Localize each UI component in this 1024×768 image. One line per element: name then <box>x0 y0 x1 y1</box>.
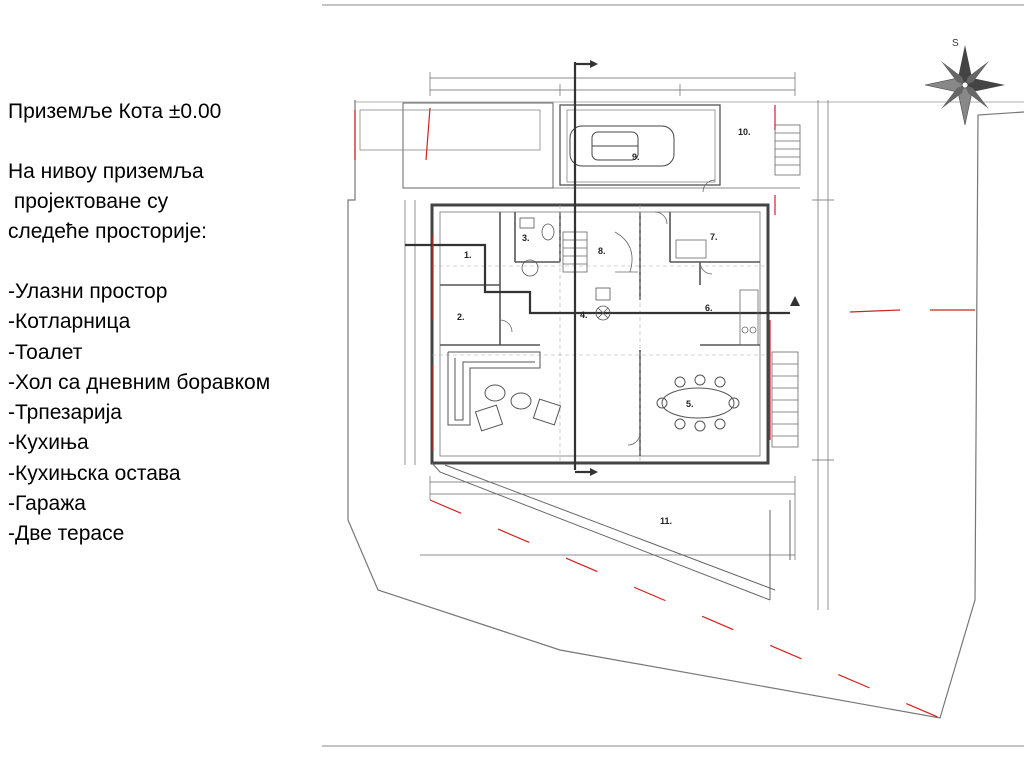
section-arrow-bottom <box>590 468 598 476</box>
compass-rose-icon <box>924 45 1005 126</box>
room-number-label: 5. <box>686 399 694 409</box>
section-cut-lines <box>405 62 790 474</box>
room-list-item: -Две терасе <box>8 522 125 546</box>
room-number-label: 7. <box>710 232 718 242</box>
kitchen-counter <box>675 239 759 346</box>
sofa <box>447 351 541 426</box>
section-arrow-top <box>590 60 598 68</box>
intro-line-3: следеће просторије: <box>8 220 207 243</box>
room-labels: 1. 2. 3. 4. 5. 6. 7. 8. 9. 10. 11. <box>457 127 751 526</box>
stairs-terrace-5 <box>771 351 799 448</box>
room-number-label: 11. <box>660 516 672 526</box>
living-furniture <box>474 384 562 432</box>
dimension-lines-top <box>408 72 800 189</box>
house-outer-wall <box>430 203 770 465</box>
room-number-label: 1. <box>464 250 472 260</box>
stairs-terrace-10 <box>774 124 801 176</box>
carport-area <box>402 102 554 189</box>
intro-line-1: На нивоу приземља <box>8 160 204 183</box>
compass-label: S <box>952 38 959 49</box>
site-outline <box>347 100 1024 719</box>
carport-inner <box>359 109 541 151</box>
property-boundary <box>429 499 941 719</box>
slide-title: Приземље Кота ±0.00 <box>8 100 222 123</box>
room-number-label: 9. <box>632 152 640 162</box>
room-number-label: 3. <box>522 233 530 243</box>
boundary-red-segments <box>354 105 975 450</box>
car-icon <box>569 125 675 167</box>
boiler-fixture <box>595 287 611 321</box>
room-number-label: 4. <box>580 310 588 320</box>
intro-line-2: пројектоване су <box>8 190 169 213</box>
room-number-label: 6. <box>705 303 713 313</box>
room-list-item: -Трпезарија <box>8 401 122 425</box>
room-list-item: -Улазни простор <box>8 280 168 303</box>
intro-text: На нивоу приземља пројектоване су следећ… <box>8 157 328 247</box>
room-list-item: -Котларница <box>8 310 131 334</box>
grid-lines <box>432 205 768 463</box>
room-list: -Улазни простор -Котларница -Тоалет -Хол… <box>8 277 328 550</box>
section-arrow-right <box>790 296 800 306</box>
dimension-lines-bottom <box>420 476 796 560</box>
room-list-item: -Гаража <box>8 492 86 516</box>
toilet-fixtures <box>519 217 555 277</box>
doors <box>499 179 716 446</box>
text-panel: Приземље Кота ±0.00 На нивоу приземља пр… <box>8 97 328 550</box>
dining-table <box>656 374 740 432</box>
garage-slab <box>566 109 716 183</box>
room-list-item: -Кухиња <box>8 431 89 455</box>
room-list-item: -Кухињска остава <box>8 461 181 485</box>
terrace-11 <box>431 462 791 601</box>
room-number-label: 8. <box>598 246 606 256</box>
house-inner-wall <box>439 211 761 457</box>
room-number-label: 2. <box>457 312 465 322</box>
room-list-item: -Тоалет <box>8 340 83 364</box>
room-number-label: 10. <box>738 127 751 137</box>
room-list-item: -Хол са дневним боравком <box>8 370 271 394</box>
garage <box>559 104 721 186</box>
